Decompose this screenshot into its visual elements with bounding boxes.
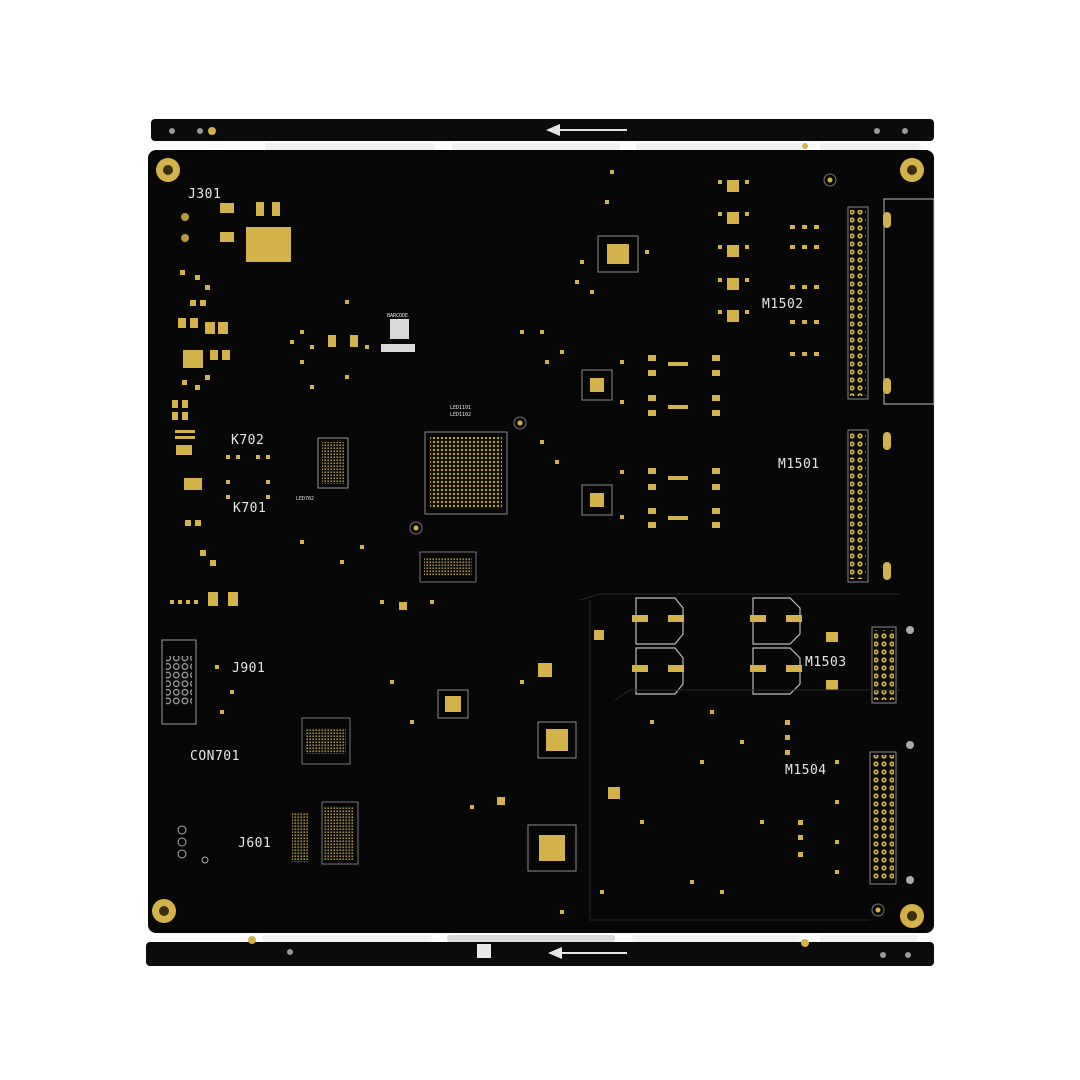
label-led1102: LED1102 — [450, 412, 471, 418]
m1502-region — [718, 180, 819, 356]
connector-m1503 — [871, 626, 897, 704]
bottom-rail — [146, 935, 934, 966]
label-m1504: M1504 — [785, 763, 827, 778]
sodimm-ic — [301, 717, 351, 765]
small-qfn-cluster — [399, 602, 620, 805]
main-board: J301 M1502 K702 K701 M1501 J901 M1503 CO… — [148, 150, 935, 933]
barcode-cluster — [290, 300, 415, 389]
qfn-lower-center — [537, 721, 577, 759]
left-components — [170, 270, 238, 606]
qfn-bottom — [527, 824, 577, 872]
label-barcode: BARCODE — [387, 313, 408, 319]
qfn-mid-2 — [581, 484, 613, 516]
label-j901: J901 — [232, 661, 265, 676]
label-j601: J601 — [238, 836, 271, 851]
top-rail — [151, 119, 934, 150]
label-m1501: M1501 — [778, 457, 820, 472]
ic-left-bga — [317, 437, 349, 489]
connector-m1504 — [869, 751, 897, 885]
qfn-lower-left — [437, 689, 469, 719]
main-bga — [424, 431, 508, 515]
j301-region — [220, 202, 291, 262]
board-outline-lines — [579, 593, 900, 921]
direction-arrow-icon — [548, 947, 627, 959]
direction-arrow-icon — [546, 124, 627, 136]
inductors — [632, 597, 838, 695]
fpc-connector — [419, 551, 477, 583]
connector-m1501 — [847, 429, 891, 583]
label-k702: K702 — [231, 433, 264, 448]
qfn-mid-1 — [581, 369, 613, 401]
driver-blocks — [648, 355, 720, 528]
passive-components — [215, 170, 839, 914]
label-k701: K701 — [233, 501, 266, 516]
mounting-hole-icon — [152, 158, 924, 928]
qfn-top — [597, 235, 639, 273]
j901-header — [161, 639, 197, 725]
label-m1502: M1502 — [762, 297, 804, 312]
j601-region — [177, 801, 359, 865]
k70x-region — [226, 455, 270, 499]
connector-m1502 — [847, 198, 935, 405]
label-led1101: LED1101 — [450, 405, 471, 411]
label-led702: LED702 — [296, 496, 314, 502]
label-j301: J301 — [188, 187, 221, 202]
fiducial-icon — [181, 173, 914, 917]
label-m1503: M1503 — [805, 655, 847, 670]
label-con701: CON701 — [190, 749, 240, 764]
